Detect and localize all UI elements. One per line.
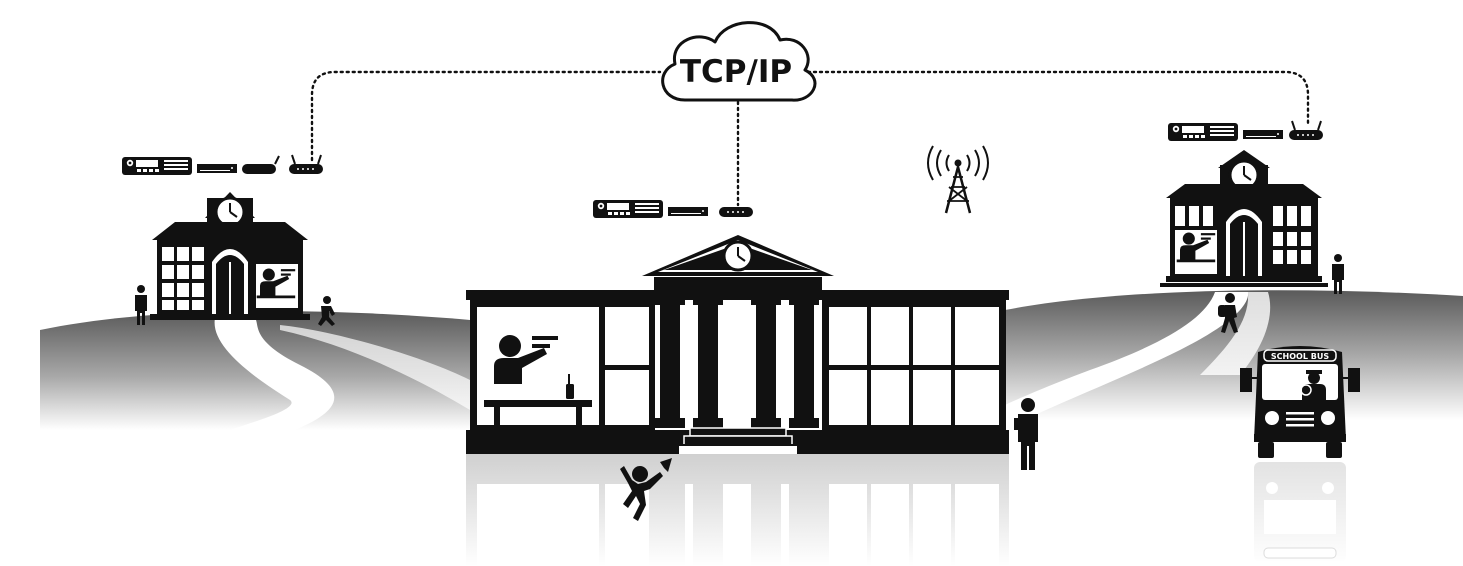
person-icon <box>1332 254 1344 294</box>
right-school-building <box>1160 150 1328 287</box>
repeater-icon <box>197 164 237 173</box>
tcp-ip-cloud: TCP/IP <box>663 23 815 101</box>
radio-tower-icon <box>928 146 988 213</box>
router-icon <box>719 207 753 217</box>
cloud-label: TCP/IP <box>680 54 792 90</box>
repeater-icon <box>1243 130 1283 139</box>
radio-unit-icon <box>122 157 192 175</box>
clock-icon <box>216 198 244 226</box>
center-equipment <box>593 200 753 218</box>
modem-icon <box>242 156 279 174</box>
radio-unit-icon <box>593 200 663 218</box>
main-school-reflection <box>466 454 1009 566</box>
router-icon <box>1289 121 1323 140</box>
left-school-building <box>150 192 310 320</box>
link-left-school <box>312 72 660 160</box>
bus-sign: SCHOOL BUS <box>1271 352 1329 361</box>
repeater-icon <box>668 207 708 216</box>
school-bus-reflection <box>1254 462 1346 562</box>
clock-icon <box>724 242 752 270</box>
link-right-school <box>808 72 1308 125</box>
main-school-building <box>466 235 1009 466</box>
radio-unit-icon <box>1168 123 1238 141</box>
left-equipment <box>122 155 323 175</box>
right-equipment <box>1168 121 1323 141</box>
school-bus-icon: SCHOOL BUS <box>1240 346 1360 458</box>
router-icon <box>289 155 323 174</box>
